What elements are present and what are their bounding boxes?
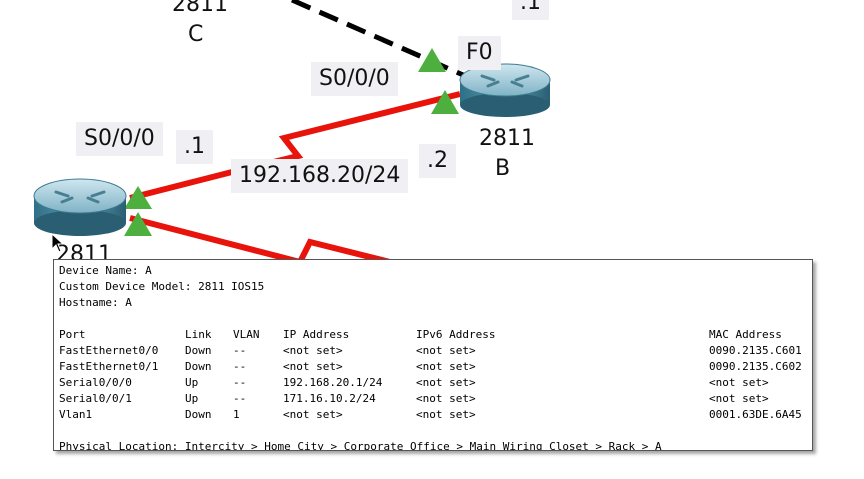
port-cell: Serial0/0/0 <box>59 376 132 389</box>
port-cell: Serial0/0/1 <box>59 392 132 405</box>
header-port: Port <box>59 328 86 341</box>
vlan-cell: -- <box>233 360 247 373</box>
ip-cell: <not set> <box>283 408 343 421</box>
link-cell: Up <box>185 392 199 405</box>
table-row: Vlan1 Down 1 <not set> <not set> 0001.63… <box>59 407 807 423</box>
mac-cell: <not set> <box>709 392 769 405</box>
table-row: Serial0/0/1 Up -- 171.16.10.2/24 <not se… <box>59 391 807 407</box>
mouse-cursor-icon <box>51 233 65 253</box>
ipv6-cell: <not set> <box>416 392 476 405</box>
link-network-label: 192.168.20/24 <box>231 159 409 193</box>
vlan-cell: -- <box>233 392 247 405</box>
ipv6-cell: <not set> <box>416 376 476 389</box>
header-vlan: VLAN <box>233 328 260 341</box>
mac-cell: <not set> <box>709 376 769 389</box>
port-cell: FastEthernet0/1 <box>59 360 159 373</box>
link-up-indicator-b-ethernet <box>418 48 446 72</box>
ipv6-cell: <not set> <box>416 408 476 421</box>
router-b-model-label: 2811 <box>479 126 535 151</box>
table-row: FastEthernet0/1 Down -- <not set> <not s… <box>59 359 807 375</box>
router-a-icon[interactable] <box>33 178 127 236</box>
link-up-indicator-a-serial1 <box>124 212 152 236</box>
tooltip-custom-model: Custom Device Model: 2811 IOS15 <box>59 280 265 293</box>
mac-cell: 0001.63DE.6A45 <box>709 408 802 421</box>
ip-cell: <not set> <box>283 344 343 357</box>
port-cell: FastEthernet0/0 <box>59 344 159 357</box>
header-ip-address: IP Address <box>283 328 350 341</box>
link-cell: Up <box>185 376 199 389</box>
tooltip-physical-location: Physical Location: Intercity > Home City… <box>59 440 662 451</box>
vlan-cell: -- <box>233 376 247 389</box>
router-a-serial-port-label: S0/0/0 <box>76 122 163 156</box>
serial-link-a-other[interactable] <box>129 215 391 266</box>
vlan-cell: -- <box>233 344 247 357</box>
link-up-indicator-b-serial <box>431 90 459 114</box>
router-b-name-label: B <box>495 156 511 181</box>
ipv6-cell: <not set> <box>416 360 476 373</box>
top-right-host-label: .1 <box>512 0 549 20</box>
port-cell: Vlan1 <box>59 408 93 421</box>
header-link: Link <box>185 328 212 341</box>
router-b-fa-port-label: F0 <box>458 36 501 70</box>
header-ipv6-address: IPv6 Address <box>416 328 496 341</box>
router-b-host-label: .2 <box>419 144 456 178</box>
serial-link-a-b[interactable] <box>129 91 461 201</box>
device-info-tooltip: Device Name: A Custom Device Model: 2811… <box>53 259 813 451</box>
port-table-header: Port Link VLAN IP Address IPv6 Address M… <box>59 327 807 343</box>
router-a-host-label: .1 <box>176 130 213 164</box>
ip-cell: 192.168.20.1/24 <box>283 376 383 389</box>
router-c-name-label: C <box>188 22 204 47</box>
router-b-serial-port-label: S0/0/0 <box>311 62 398 96</box>
link-cell: Down <box>185 408 212 421</box>
ipv6-cell: <not set> <box>416 344 476 357</box>
link-cell: Down <box>185 360 212 373</box>
table-row: FastEthernet0/0 Down -- <not set> <not s… <box>59 343 807 359</box>
link-cell: Down <box>185 344 212 357</box>
mac-cell: 0090.2135.C601 <box>709 344 802 357</box>
header-mac-address: MAC Address <box>709 328 782 341</box>
vlan-cell: 1 <box>233 408 240 421</box>
table-row: Serial0/0/0 Up -- 192.168.20.1/24 <not s… <box>59 375 807 391</box>
tooltip-device-name: Device Name: A <box>59 264 152 277</box>
ip-cell: <not set> <box>283 360 343 373</box>
tooltip-hostname: Hostname: A <box>59 296 132 309</box>
router-b-icon[interactable] <box>459 63 551 117</box>
mac-cell: 0090.2135.C602 <box>709 360 802 373</box>
ip-cell: 171.16.10.2/24 <box>283 392 376 405</box>
router-c-model-label: 2811 <box>172 0 228 17</box>
link-up-indicator-a-serial0 <box>124 186 152 209</box>
